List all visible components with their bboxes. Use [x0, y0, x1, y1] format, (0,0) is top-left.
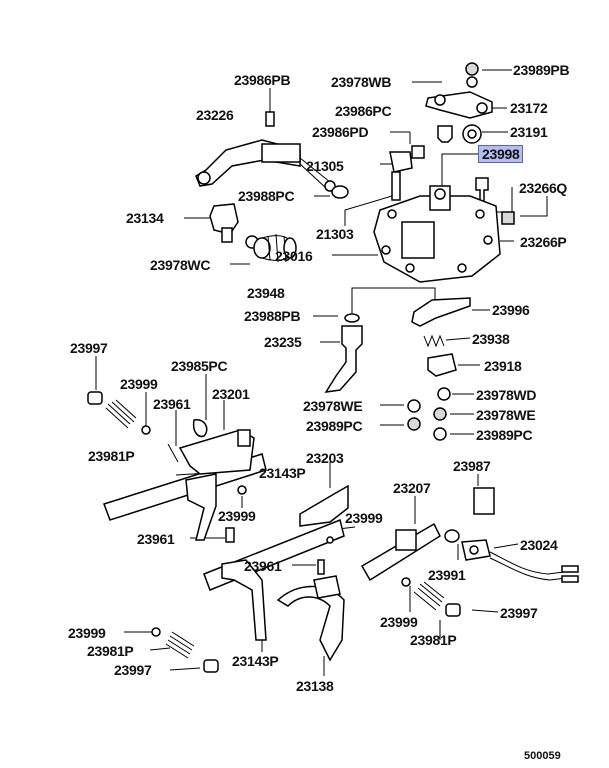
part-label: 23999: [218, 508, 256, 524]
shift-lever-assembly: [195, 111, 413, 201]
part-label: 23991: [428, 567, 466, 583]
part-label: 23266P: [520, 234, 567, 250]
part-label: 23988PC: [238, 188, 295, 204]
part-label: 23918: [484, 358, 522, 374]
part-label-highlighted[interactable]: 23998: [478, 145, 524, 163]
upper-lever-assembly: [411, 62, 515, 225]
part-label: 23996: [492, 302, 530, 318]
part-label: 21305: [306, 158, 344, 174]
part-label: 23266Q: [519, 180, 568, 196]
part-label: 23203: [306, 450, 344, 466]
part-label: 23988PB: [244, 308, 301, 324]
part-label: 23999: [68, 625, 106, 641]
part-label: 23989PC: [306, 418, 363, 434]
part-label: 23134: [126, 210, 164, 226]
part-label: 23226: [196, 107, 234, 123]
part-label: 23981P: [87, 643, 134, 659]
part-label: 23997: [500, 605, 538, 621]
part-label: 23986PD: [312, 124, 369, 140]
part-label: 23978WE: [476, 407, 536, 423]
part-label: 23999: [345, 510, 383, 526]
part-label: 21303: [316, 226, 354, 242]
part-label: 23978WC: [150, 257, 211, 273]
part-label: 23997: [114, 662, 152, 678]
part-label: 23981P: [410, 632, 457, 648]
leader-lines: [95, 69, 548, 676]
part-label: 23143P: [259, 465, 306, 481]
part-label: 23978WB: [331, 74, 392, 90]
part-label: 23172: [510, 100, 548, 116]
part-label: 23997: [70, 340, 108, 356]
left-shift-rail: [87, 391, 267, 541]
part-label: 23961: [153, 396, 191, 412]
left-upper-parts: [209, 203, 297, 263]
part-label: 23989PC: [476, 427, 533, 443]
part-label: 23961: [137, 531, 175, 547]
part-label: 23999: [120, 376, 158, 392]
part-label: 23999: [380, 614, 418, 630]
document-id: 500059: [524, 750, 561, 762]
center-shift-rail: [203, 484, 349, 662]
part-label: 23143P: [232, 653, 279, 669]
part-label: 23207: [393, 480, 431, 496]
part-label: 23201: [212, 386, 250, 402]
part-label: 23989PB: [513, 62, 570, 78]
part-label: 23191: [510, 124, 548, 140]
right-shift-rail: [360, 487, 579, 617]
part-label: 23938: [472, 331, 510, 347]
part-label: 23987: [453, 458, 491, 474]
part-label: 23981P: [88, 448, 135, 464]
part-label: 23016: [275, 248, 313, 264]
part-label: 23978WD: [476, 387, 537, 403]
part-label: 23235: [264, 334, 302, 350]
part-label: 23986PC: [335, 103, 392, 119]
part-label: 23948: [247, 285, 285, 301]
middle-parts: [324, 297, 471, 441]
part-label: 23986PB: [234, 72, 291, 88]
part-label: 23138: [296, 678, 334, 694]
lower-left-parts: [151, 627, 219, 673]
part-label: 23985PC: [171, 358, 228, 374]
housing-23016: [373, 185, 501, 283]
part-label: 23978WE: [303, 398, 363, 414]
part-label: 23024: [520, 537, 558, 553]
part-label: 23961: [244, 558, 282, 574]
